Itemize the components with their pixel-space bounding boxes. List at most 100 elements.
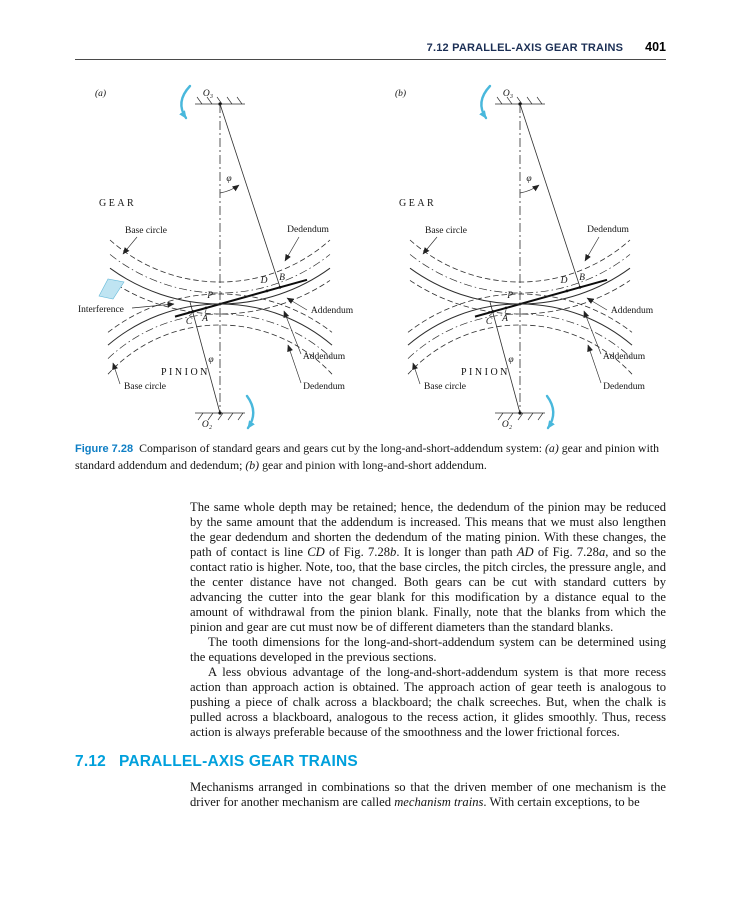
- o2-contact-line: [489, 301, 521, 414]
- pinion-label: PINION: [461, 367, 510, 378]
- pinion-rotation-arrow-icon: [245, 394, 255, 430]
- gear-addendum-callout: Addendum: [586, 297, 654, 316]
- figure-caption-label: Figure 7.28: [75, 443, 134, 455]
- gear-diagram-a: (a) O₃ φ GEAR: [78, 84, 354, 430]
- pinion-circles: [407, 293, 633, 375]
- o3-label: O₃: [203, 89, 213, 99]
- pinion-base-circle-callout: Base circle: [112, 362, 166, 392]
- svg-text:Dedendum: Dedendum: [587, 225, 629, 235]
- paragraph-text: Mechanisms arranged in combinations so t…: [190, 779, 666, 809]
- caption-panel-a-ref: (a): [545, 441, 559, 455]
- svg-text:Base circle: Base circle: [425, 226, 467, 236]
- ground-hatch-icon: [497, 412, 544, 421]
- point-b-label: B: [579, 273, 585, 283]
- point-c-label: C: [486, 317, 493, 327]
- pivot-o3: O₃: [195, 89, 245, 106]
- phi-lower-label: φ: [508, 355, 513, 365]
- pinion-rotation-arrow-icon: [545, 394, 555, 430]
- paragraph-text: of Fig. 7.28: [533, 544, 599, 559]
- gear-label: GEAR: [99, 198, 136, 209]
- o2-label: O₂: [502, 420, 513, 430]
- pinion-base-circle-callout: Base circle: [412, 362, 466, 392]
- pinion-addendum-callout: Addendum: [283, 310, 346, 362]
- paragraph-3: A less obvious advantage of the long-and…: [190, 664, 666, 739]
- caption-text: Comparison of standard gears and gears c…: [139, 441, 545, 455]
- pinion-dedendum-callout: Dedendum: [587, 344, 645, 392]
- pinion-circles: [107, 293, 333, 375]
- header-page-number: 401: [645, 40, 666, 54]
- fig-a-ref: a: [598, 544, 606, 559]
- figure-panels: (a) O₃ φ GEAR: [75, 82, 666, 430]
- paragraph-text: The same whole depth may be retained; he…: [190, 499, 666, 559]
- gear-dedendum-callout: Dedendum: [584, 225, 629, 262]
- svg-text:Addendum: Addendum: [603, 352, 646, 362]
- paragraph-text: , and so the contact ratio is higher. No…: [190, 544, 666, 634]
- point-a-label: A: [501, 314, 508, 324]
- gear-rotation-arrow-icon: [179, 84, 192, 120]
- pivot-o2: O₂: [495, 411, 545, 430]
- ground-hatch-icon: [196, 96, 243, 105]
- path-of-contact-line: [174, 278, 308, 318]
- phi-upper-label: φ: [226, 174, 231, 184]
- pinion-dedendum-callout: Dedendum: [287, 344, 345, 392]
- line-ad-ref: AD: [516, 544, 534, 559]
- figure-caption: Figure 7.28 Comparison of standard gears …: [75, 440, 666, 474]
- svg-text:Addendum: Addendum: [611, 306, 654, 316]
- svg-text:Addendum: Addendum: [303, 352, 346, 362]
- point-c-label: C: [186, 317, 193, 327]
- o2-label: O₂: [202, 420, 213, 430]
- svg-text:Dedendum: Dedendum: [287, 225, 329, 235]
- interference-highlight: [98, 278, 125, 300]
- contact-points: P A C D B: [486, 273, 585, 327]
- o2-contact-line: [189, 301, 221, 414]
- section-number: 7.12: [75, 752, 106, 770]
- ground-hatch-icon: [197, 412, 244, 421]
- caption-text: gear and pinion with long-and-short adde…: [259, 458, 487, 473]
- gear-base-circle-callout: Base circle: [122, 226, 167, 255]
- pinion-addendum-callout: Addendum: [583, 310, 646, 362]
- svg-text:Base circle: Base circle: [124, 382, 166, 392]
- paragraph-text: . With certain exceptions, to be: [483, 794, 640, 809]
- section-title: PARALLEL-AXIS GEAR TRAINS: [118, 752, 358, 770]
- phi-upper-label: φ: [526, 174, 531, 184]
- phi-arrow-icon: [519, 184, 540, 194]
- point-p-label: P: [506, 291, 513, 301]
- svg-text:Dedendum: Dedendum: [303, 382, 345, 392]
- caption-text: gear and pinion with standard addendum a…: [75, 441, 660, 473]
- svg-text:Base circle: Base circle: [424, 382, 466, 392]
- line-cd-ref: CD: [307, 544, 325, 559]
- panel-label-a: (a): [95, 88, 106, 99]
- pressure-angle-upper: φ: [519, 174, 540, 194]
- body-text: The same whole depth may be retained; he…: [75, 500, 666, 810]
- gear-diagram-b: (b) O₃ φ GEAR: [395, 84, 654, 430]
- gear-base-circle-callout: Base circle: [422, 226, 467, 255]
- phi-arrow-icon: [219, 184, 240, 194]
- paragraph-1: The same whole depth may be retained; he…: [190, 500, 666, 635]
- o3-contact-line: [519, 103, 581, 288]
- pinion-label: PINION: [161, 367, 210, 378]
- panel-label-b: (b): [395, 88, 406, 99]
- paragraph-4: Mechanisms arranged in combinations so t…: [190, 780, 666, 810]
- paragraph-2: The tooth dimensions for the long-and-sh…: [190, 634, 666, 664]
- paragraph-text: . It is longer than path: [396, 544, 517, 559]
- ground-hatch-icon: [496, 96, 543, 105]
- pivot-o3: O₃: [495, 89, 545, 106]
- header-rule: [75, 59, 666, 60]
- svg-text:Base circle: Base circle: [125, 226, 167, 236]
- figure-7-28: (a) O₃ φ GEAR: [75, 82, 666, 474]
- o3-label: O₃: [503, 89, 513, 99]
- section-heading-7-12: 7.12 PARALLEL-AXIS GEAR TRAINS: [75, 753, 666, 771]
- caption-panel-b-ref: (b): [245, 458, 260, 473]
- point-a-label: A: [201, 314, 208, 324]
- contact-points: P A C D B: [186, 273, 285, 327]
- svg-text:Addendum: Addendum: [311, 306, 354, 316]
- gear-addendum-callout: Addendum: [286, 297, 354, 316]
- point-d-label: D: [260, 276, 268, 286]
- pivot-o2: O₂: [195, 411, 245, 430]
- interference-callout: Interference: [78, 278, 175, 315]
- gear-dedendum-callout: Dedendum: [284, 225, 329, 262]
- pressure-angle-upper: φ: [219, 174, 240, 194]
- running-head: 7.12 PARALLEL-AXIS GEAR TRAINS 401: [75, 40, 666, 54]
- svg-text:Dedendum: Dedendum: [603, 382, 645, 392]
